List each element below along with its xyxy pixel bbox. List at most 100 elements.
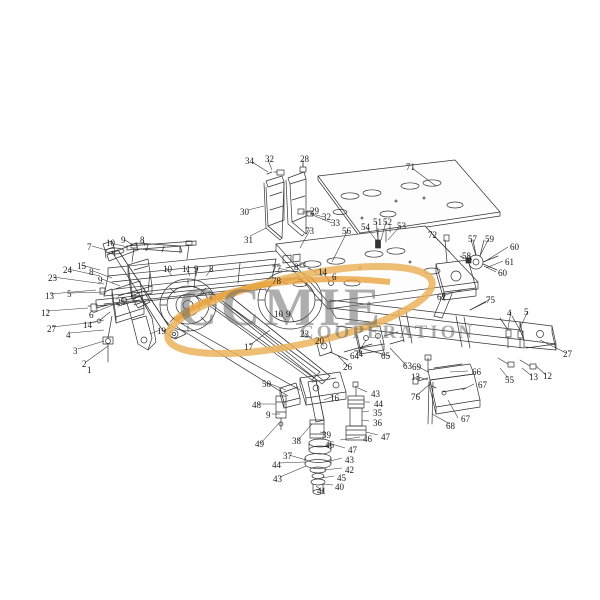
part-callout-33: 33	[331, 218, 340, 228]
part-callout-13: 13	[45, 291, 54, 301]
part-callout-13: 13	[411, 372, 420, 382]
top-plate-71	[317, 159, 501, 238]
part-callout-7: 7	[87, 242, 92, 252]
part-callout-55: 55	[505, 375, 514, 385]
part-callout-37: 37	[283, 451, 292, 461]
part-callout-10: 10	[274, 309, 283, 319]
part-callout-32: 32	[265, 154, 274, 164]
part-callout-25: 25	[116, 297, 125, 307]
part-callout-8: 8	[140, 235, 145, 245]
bracket-31	[285, 171, 307, 237]
part-callout-30: 30	[240, 207, 249, 217]
part-callout-10: 10	[163, 264, 172, 274]
part-callout-26: 26	[343, 362, 352, 372]
part-callout-43: 43	[371, 389, 380, 399]
part-callout-47: 47	[381, 432, 390, 442]
part-callout-12: 12	[41, 308, 50, 318]
fasteners-29-33	[297, 208, 314, 217]
part-callout-41: 41	[317, 486, 326, 496]
part-callout-73: 73	[305, 226, 314, 236]
part-callout-27: 27	[47, 324, 56, 334]
bottom-vertical-stack	[304, 379, 332, 495]
part-callout-51: 51	[373, 217, 382, 227]
part-callout-67: 67	[461, 414, 470, 424]
lower-deck-plate-73	[275, 225, 479, 310]
part-callout-45: 45	[337, 473, 346, 483]
part-callout-48: 48	[252, 400, 261, 410]
part-callout-27: 27	[563, 349, 572, 359]
part-callout-43: 43	[345, 455, 354, 465]
part-callout-5: 5	[67, 289, 72, 299]
part-callout-44: 44	[374, 399, 383, 409]
part-callout-8: 8	[89, 267, 94, 277]
part-callout-9: 9	[286, 309, 291, 319]
part-callout-57: 57	[468, 234, 477, 244]
part-callout-28: 28	[300, 154, 309, 164]
part-callout-12: 12	[543, 371, 552, 381]
part-callout-1: 1	[87, 365, 92, 375]
part-callout-31: 31	[244, 235, 253, 245]
bracket-30	[263, 175, 285, 241]
part-callout-10: 10	[106, 238, 115, 248]
part-callout-24: 24	[63, 265, 72, 275]
part-callout-34: 34	[245, 156, 254, 166]
part-callout-46: 46	[363, 434, 372, 444]
part-callout-20: 20	[315, 336, 324, 346]
part-callout-32: 32	[322, 212, 331, 222]
part-callout-35: 35	[373, 408, 382, 418]
part-callout-11: 11	[182, 264, 191, 274]
right-lower-box	[427, 363, 481, 425]
part-callout-14: 14	[318, 267, 327, 277]
hook-25	[130, 290, 151, 309]
part-callout-49: 49	[255, 439, 264, 449]
part-callout-36: 36	[373, 418, 382, 428]
part-callout-63: 63	[403, 361, 412, 371]
part-callout-77: 77	[272, 264, 281, 274]
part-callout-56: 56	[342, 226, 351, 236]
part-callout-8: 8	[294, 262, 299, 272]
part-callout-71: 71	[406, 162, 415, 172]
part-callout-3: 3	[73, 346, 78, 356]
part-callout-66: 66	[472, 367, 481, 377]
part-callout-16: 16	[330, 393, 339, 403]
part-callout-58: 58	[462, 251, 471, 261]
part-callout-54: 54	[361, 222, 370, 232]
part-callout-44: 44	[272, 460, 281, 470]
part-callout-9: 9	[266, 410, 271, 420]
part-callout-8: 8	[209, 264, 214, 274]
part-callout-9: 9	[194, 264, 199, 274]
part-callout-9: 9	[121, 235, 126, 245]
part-callout-65: 65	[381, 351, 390, 361]
fasteners-top	[266, 162, 307, 176]
part-callout-4: 4	[507, 308, 512, 318]
part-callout-67: 67	[478, 380, 487, 390]
part-callout-39: 39	[322, 430, 331, 440]
left-bottom-column	[275, 382, 301, 431]
part-callout-47: 47	[348, 445, 357, 455]
housing-19	[125, 295, 157, 351]
part-callout-5: 5	[524, 307, 529, 317]
part-callout-60: 60	[510, 242, 519, 252]
part-callout-13: 13	[529, 372, 538, 382]
part-callout-14: 14	[83, 320, 92, 330]
part-callout-46: 46	[325, 440, 334, 450]
part-callout-76: 76	[411, 392, 420, 402]
part-callout-75: 75	[486, 295, 495, 305]
right-bottom-bolts	[497, 357, 537, 370]
part-callout-19: 19	[157, 326, 166, 336]
part-callout-40: 40	[335, 482, 344, 492]
part-callout-17: 17	[244, 342, 253, 352]
part-callout-72: 72	[428, 230, 437, 240]
part-callout-62: 62	[437, 292, 446, 302]
part-callout-78: 78	[272, 276, 281, 286]
part-callout-50: 50	[262, 379, 271, 389]
part-callout-22: 22	[300, 329, 309, 339]
part-callout-74: 74	[354, 349, 363, 359]
left-crossbar-8-9-10	[126, 240, 197, 263]
right-bottom-stack	[345, 381, 367, 441]
left-bracket-group	[87, 258, 153, 363]
right-frame-rail	[329, 299, 557, 351]
part-callout-60: 60	[498, 268, 507, 278]
right-fasteners-75-4-5	[469, 301, 557, 349]
